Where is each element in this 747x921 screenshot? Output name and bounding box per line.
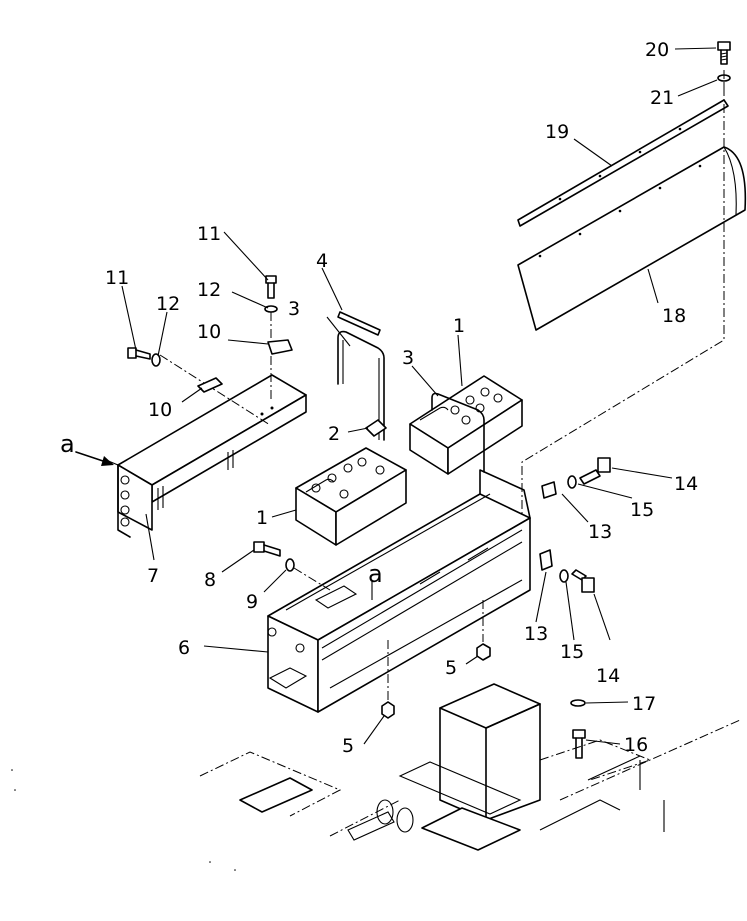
bolt-part-11-left: [127, 347, 151, 360]
callout-3-right: 3: [402, 347, 414, 369]
frame-chassis: [199, 719, 741, 841]
callout-9: 9: [246, 591, 258, 613]
callout-20: 20: [645, 39, 669, 61]
clip-part-13-lower: [539, 549, 553, 571]
bolt-part-16: [572, 729, 586, 759]
callout-10-left: 10: [148, 399, 172, 421]
callout-13-lower: 13: [524, 623, 548, 645]
reference-a-left: a: [60, 430, 75, 458]
mounting-bracket: [376, 683, 541, 851]
callout-15-lower: 15: [560, 641, 584, 663]
reference-a-center: a: [368, 560, 383, 588]
callout-12-left: 12: [156, 293, 180, 315]
strip-part-19: [517, 99, 729, 227]
callout-16: 16: [624, 734, 648, 756]
bolt-part-14-upper: [579, 457, 611, 485]
callout-3-left: 3: [288, 298, 300, 320]
washer-part-17: [570, 699, 586, 707]
callout-1-left: 1: [256, 507, 268, 529]
arrowhead-icon: [101, 456, 114, 466]
battery-part-1-right: [409, 375, 523, 475]
j-bolt-part-3-right: [431, 392, 485, 473]
callout-14-upper: 14: [674, 473, 698, 495]
callout-14-lower: 14: [596, 665, 620, 687]
callout-17: 17: [632, 693, 656, 715]
washer-part-15-lower: [559, 569, 569, 583]
callout-6: 6: [178, 637, 190, 659]
cover-part-7: [117, 374, 307, 538]
drawing-noise: [11, 769, 236, 871]
callout-7: 7: [147, 565, 159, 587]
callout-4: 4: [316, 250, 328, 272]
battery-box-part-6: [267, 469, 531, 713]
callout-5-center: 5: [445, 657, 457, 679]
bolt-part-8: [253, 541, 281, 557]
callout-10-top: 10: [197, 321, 221, 343]
cover-part-18: [517, 146, 747, 331]
callout-19: 19: [545, 121, 569, 143]
clip-part-10-left: [197, 377, 223, 393]
callout-1-right: 1: [453, 315, 465, 337]
callout-13-upper: 13: [588, 521, 612, 543]
callout-2: 2: [328, 423, 340, 445]
clip-part-13-upper: [541, 481, 557, 499]
washer-part-15-upper: [567, 475, 577, 489]
alignment-line: [521, 70, 725, 520]
washer-part-12-left: [151, 353, 161, 367]
nut-part-5-center: [476, 643, 491, 661]
nut-part-5-bottom: [381, 701, 395, 719]
callout-21: 21: [650, 87, 674, 109]
callout-15-upper: 15: [630, 499, 654, 521]
nut-part-2: [365, 419, 387, 437]
rod-part-4: [337, 311, 381, 336]
callout-18: 18: [662, 305, 686, 327]
washer-part-9: [285, 558, 295, 572]
leader-lines: [105, 47, 718, 745]
battery-part-1-left: [295, 447, 407, 546]
callout-11-left: 11: [105, 267, 129, 289]
bolt-part-14-lower: [571, 569, 595, 593]
bolt-part-11-top: [265, 275, 277, 299]
callout-8: 8: [204, 569, 216, 591]
callout-11-top: 11: [197, 223, 221, 245]
clip-part-10-top: [267, 339, 293, 355]
bolt-part-20: [717, 41, 731, 65]
callout-12-top: 12: [197, 279, 221, 301]
callout-5-bottom: 5: [342, 735, 354, 757]
